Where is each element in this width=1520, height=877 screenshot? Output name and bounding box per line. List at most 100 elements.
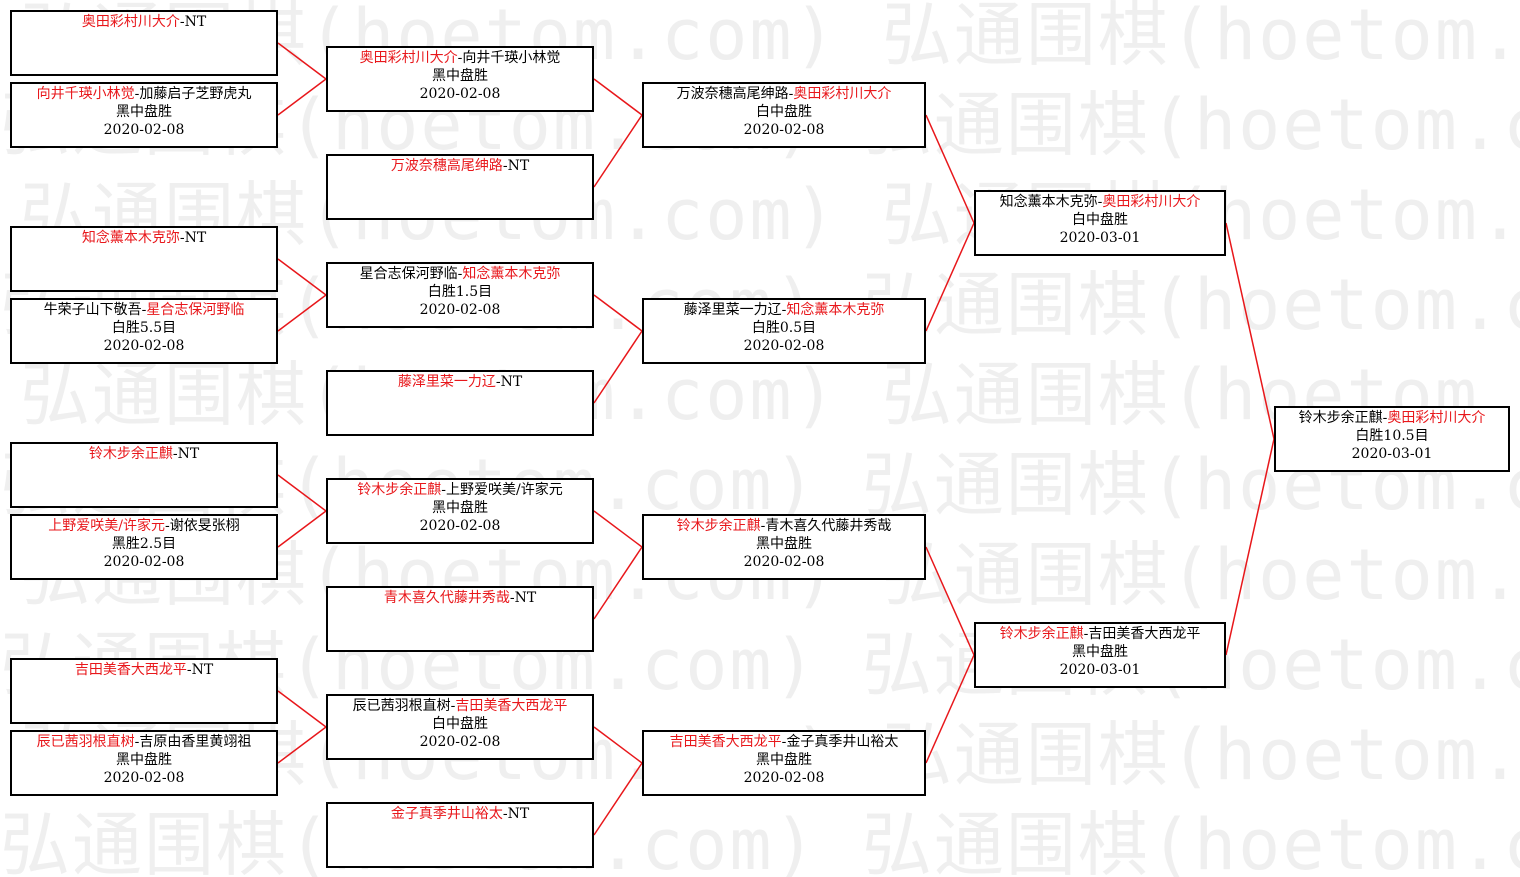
match-date: 2020-02-08 — [103, 770, 185, 786]
match-players: 万波奈穗高尾绅路-奥田彩村川大介 — [644, 85, 924, 103]
player-name: NT — [184, 230, 207, 246]
player-name: 知念薰本木克弥 — [81, 230, 180, 246]
match-date: 2020-02-08 — [743, 122, 825, 138]
bracket-connector — [593, 294, 643, 332]
player-name: 辰已茜羽根直树 — [36, 734, 135, 750]
player-name: 知念薰本木克弥 — [786, 302, 885, 318]
player-name: 铃木步余正麒 — [999, 626, 1084, 642]
player-name: NT — [500, 374, 523, 390]
bracket-connector — [277, 474, 327, 512]
player-name: 铃木步余正麒 — [357, 482, 442, 498]
player-separator: - — [1382, 410, 1388, 426]
player-name: 青木喜久代藤井秀哉 — [383, 590, 510, 606]
player-separator: - — [179, 14, 185, 30]
player-separator: - — [509, 590, 515, 606]
bracket-connector — [277, 690, 327, 728]
player-name: 知念薰本木克弥 — [462, 266, 561, 282]
player-separator: - — [134, 734, 140, 750]
match-players: 上野爱咲美/许家元-谢依旻张栩 — [12, 517, 276, 535]
player-separator: - — [441, 482, 446, 498]
bracket-connector — [593, 726, 643, 764]
match-players: 铃木步余正麒-上野爱咲美/许家元 — [328, 481, 592, 499]
match-result: 黑中盘胜 — [756, 752, 812, 768]
match-players: 牛荣子山下敬吾-星合志保河野临 — [12, 301, 276, 319]
match-result — [328, 175, 592, 193]
match-result: 白胜0.5目 — [751, 320, 817, 336]
match-players: 辰已茜羽根直树-吉原由香里黄翊祖 — [12, 733, 276, 751]
player-separator: - — [502, 806, 508, 822]
bracket-connector — [925, 114, 975, 224]
player-separator: - — [502, 158, 508, 174]
match-result: 黑中盘胜 — [756, 536, 812, 552]
match-players: 铃木步余正麒-奥田彩村川大介 — [1276, 409, 1508, 427]
player-separator: - — [781, 302, 787, 318]
match-players: 金子真季井山裕太-NT — [328, 805, 592, 823]
match-date: 2020-02-08 — [419, 86, 501, 102]
match-result: 白中盘胜 — [432, 716, 488, 732]
player-separator: - — [186, 662, 192, 678]
match-box-r2-3: 星合志保河野临-知念薰本木克弥白胜1.5目 2020-02-08 — [326, 262, 594, 328]
match-date: 2020-02-08 — [419, 302, 501, 318]
bracket-connector — [925, 546, 975, 656]
player-separator: - — [760, 518, 766, 534]
match-date — [328, 193, 592, 211]
player-name: 谢依旻张栩 — [169, 518, 240, 534]
player-name: 牛荣子山下敬吾 — [43, 302, 142, 318]
match-result — [328, 607, 592, 625]
bracket-connector — [925, 654, 975, 764]
player-separator: - — [495, 374, 501, 390]
player-name: NT — [514, 590, 537, 606]
match-result: 白胜1.5目 — [427, 284, 493, 300]
bracket-connector — [277, 294, 327, 332]
bracket-connector — [277, 78, 327, 116]
match-result: 白中盘胜 — [1072, 212, 1128, 228]
bracket-connector — [593, 510, 643, 548]
player-separator: - — [141, 302, 147, 318]
match-date: 2020-02-08 — [419, 734, 501, 750]
player-name: 上野爱咲美/许家元 — [48, 518, 165, 534]
match-players: 吉田美香大西龙平-金子真季井山裕太 — [644, 733, 924, 751]
bracket-connector — [1225, 438, 1275, 656]
match-date: 2020-02-08 — [103, 554, 185, 570]
player-name: 知念薰本木克弥 — [999, 194, 1098, 210]
player-name: 吉田美香大西龙平 — [74, 662, 187, 678]
player-name: NT — [507, 806, 530, 822]
match-box-r2-6: 青木喜久代藤井秀哉-NT — [326, 586, 594, 652]
player-separator: - — [450, 698, 456, 714]
player-name: 金子真季井山裕太 — [786, 734, 899, 750]
match-result — [328, 391, 592, 409]
match-date: 2020-03-01 — [1059, 230, 1141, 246]
player-name: 星合志保河野临 — [359, 266, 458, 282]
match-result — [12, 463, 276, 481]
match-players: 藤泽里菜一力辽-知念薰本木克弥 — [644, 301, 924, 319]
player-separator: - — [1083, 626, 1089, 642]
player-name: 向井千瑛小林觉 — [36, 86, 135, 102]
player-separator: - — [788, 86, 794, 102]
player-name: 万波奈穗高尾绅路 — [676, 86, 789, 102]
player-name: 吉原由香里黄翊祖 — [139, 734, 252, 750]
match-result: 黑中盘胜 — [116, 104, 172, 120]
match-players: 星合志保河野临-知念薰本木克弥 — [328, 265, 592, 283]
match-players: 辰已茜羽根直树-吉田美香大西龙平 — [328, 697, 592, 715]
match-date — [328, 841, 592, 859]
player-name: 辰已茜羽根直树 — [352, 698, 451, 714]
match-players: 奥田彩村川大介-NT — [12, 13, 276, 31]
match-date: 2020-02-08 — [103, 338, 185, 354]
match-box-r2-2: 万波奈穗高尾绅路-NT — [326, 154, 594, 220]
player-name: 向井千瑛小林觉 — [462, 50, 561, 66]
bracket-connector — [593, 78, 643, 116]
match-date: 2020-02-08 — [419, 518, 501, 534]
match-date: 2020-02-08 — [743, 554, 825, 570]
player-name: 星合志保河野临 — [146, 302, 245, 318]
bracket-connector — [277, 42, 327, 80]
player-separator: - — [457, 50, 463, 66]
